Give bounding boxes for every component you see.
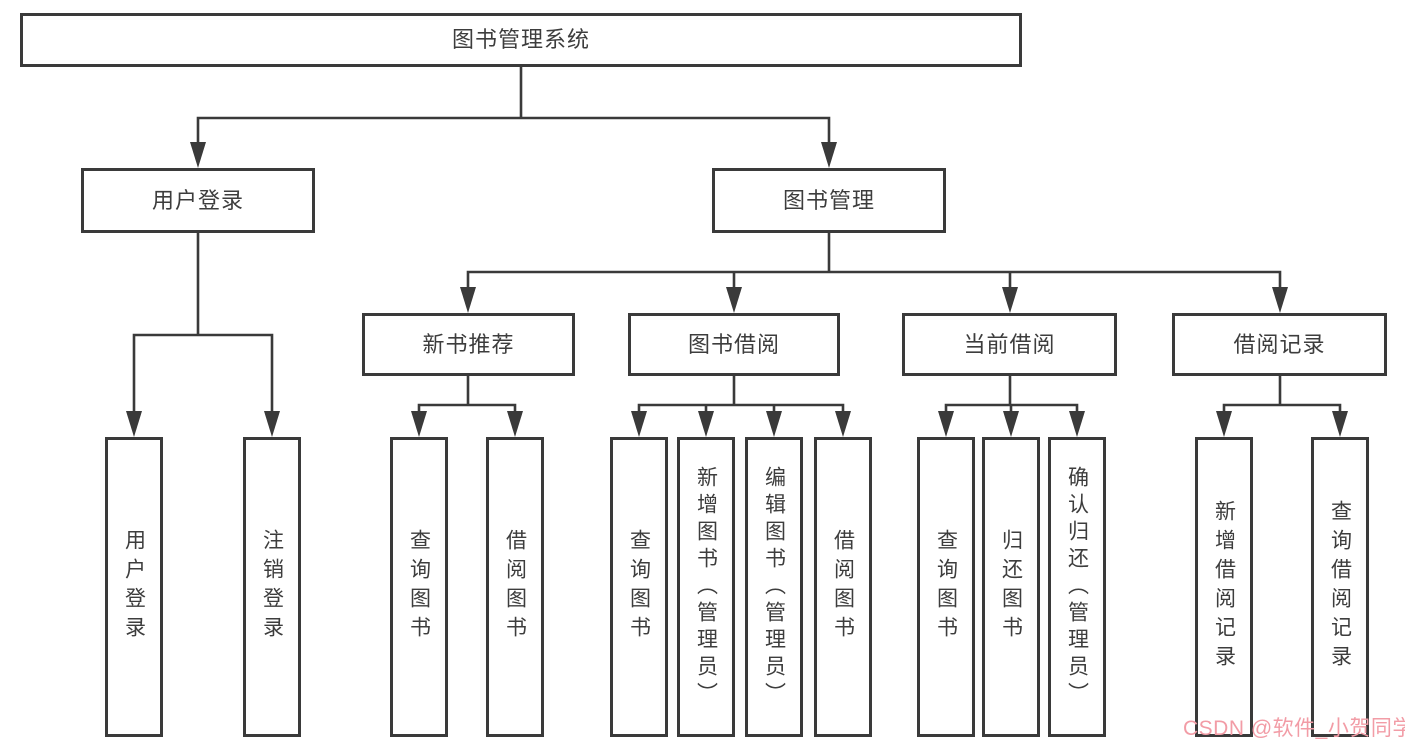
leaf-label: 用户登录 xyxy=(122,529,146,645)
arrowhead-down-icon xyxy=(821,142,837,168)
connector-records-to-leaves xyxy=(1222,374,1342,411)
connector-userlogin-to-leaves xyxy=(132,231,274,411)
leaf-user-login: 用户登录 xyxy=(105,437,163,737)
leaf-label: 编辑图书（管理员） xyxy=(762,465,786,709)
arrowhead-down-icon xyxy=(1003,411,1019,437)
leaf-confirm-return-admin: 确认归还（管理员） xyxy=(1048,437,1106,737)
node-borrowing-records: 借阅记录 xyxy=(1172,313,1387,376)
node-label: 图书管理 xyxy=(782,187,875,213)
arrowhead-down-icon xyxy=(766,411,782,437)
leaf-label: 新增图书（管理员） xyxy=(694,465,718,709)
leaf-add-borrow-record: 新增借阅记录 xyxy=(1195,437,1253,737)
arrowhead-down-icon xyxy=(190,142,206,168)
node-book-borrowing: 图书借阅 xyxy=(628,313,840,376)
connector-current-to-leaves xyxy=(944,374,1079,411)
node-label: 图书借阅 xyxy=(687,331,780,357)
arrowhead-down-icon xyxy=(1216,411,1232,437)
node-current-borrowing: 当前借阅 xyxy=(902,313,1117,376)
leaf-add-books-admin: 新增图书（管理员） xyxy=(677,437,735,737)
connector-root-to-level2 xyxy=(196,64,831,142)
leaf-label: 查询图书 xyxy=(627,529,651,645)
arrowhead-down-icon xyxy=(698,411,714,437)
leaf-label: 归还图书 xyxy=(999,529,1023,645)
node-label: 用户登录 xyxy=(151,187,244,213)
leaf-query-books-recommend: 查询图书 xyxy=(390,437,448,737)
leaf-query-borrow-record: 查询借阅记录 xyxy=(1311,437,1369,737)
connector-borrowing-to-leaves xyxy=(637,374,845,411)
node-label: 新书推荐 xyxy=(422,331,515,357)
leaf-query-books-current: 查询图书 xyxy=(917,437,975,737)
leaf-query-books-borrowing: 查询图书 xyxy=(610,437,668,737)
node-book-management: 图书管理 xyxy=(712,168,946,233)
leaf-label: 查询图书 xyxy=(934,529,958,645)
csdn-watermark: CSDN @软件_小贺同学 xyxy=(1183,717,1405,740)
arrowhead-down-icon xyxy=(631,411,647,437)
arrowhead-down-icon xyxy=(411,411,427,437)
leaf-label: 借阅图书 xyxy=(503,529,527,645)
node-label: 借阅记录 xyxy=(1233,331,1326,357)
node-library-management-system: 图书管理系统 xyxy=(20,13,1022,67)
leaf-edit-books-admin: 编辑图书（管理员） xyxy=(745,437,803,737)
arrowhead-down-icon xyxy=(507,411,523,437)
leaf-label: 新增借阅记录 xyxy=(1212,500,1236,674)
node-label: 图书管理系统 xyxy=(451,27,590,52)
arrowhead-down-icon xyxy=(1332,411,1348,437)
arrowhead-down-icon xyxy=(938,411,954,437)
arrowhead-down-icon xyxy=(726,287,742,313)
arrowhead-down-icon xyxy=(264,411,280,437)
node-new-book-recommendation: 新书推荐 xyxy=(362,313,575,376)
leaf-label: 借阅图书 xyxy=(831,529,855,645)
leaf-borrow-books-recommend: 借阅图书 xyxy=(486,437,544,737)
arrowhead-down-icon xyxy=(1002,287,1018,313)
connector-recommend-to-leaves xyxy=(417,374,517,411)
node-user-login: 用户登录 xyxy=(81,168,315,233)
arrowhead-down-icon xyxy=(1069,411,1085,437)
leaf-label: 查询图书 xyxy=(407,529,431,645)
node-label: 当前借阅 xyxy=(963,331,1056,357)
arrowhead-down-icon xyxy=(1272,287,1288,313)
arrowhead-down-icon xyxy=(126,411,142,437)
arrowhead-down-icon xyxy=(460,287,476,313)
connector-bookmgmt-to-level3 xyxy=(466,231,1282,287)
leaf-label: 注销登录 xyxy=(260,529,284,645)
arrowhead-down-icon xyxy=(835,411,851,437)
leaf-return-books: 归还图书 xyxy=(982,437,1040,737)
leaf-logout: 注销登录 xyxy=(243,437,301,737)
leaf-borrow-books: 借阅图书 xyxy=(814,437,872,737)
leaf-label: 确认归还（管理员） xyxy=(1065,465,1089,709)
leaf-label: 查询借阅记录 xyxy=(1328,500,1352,674)
